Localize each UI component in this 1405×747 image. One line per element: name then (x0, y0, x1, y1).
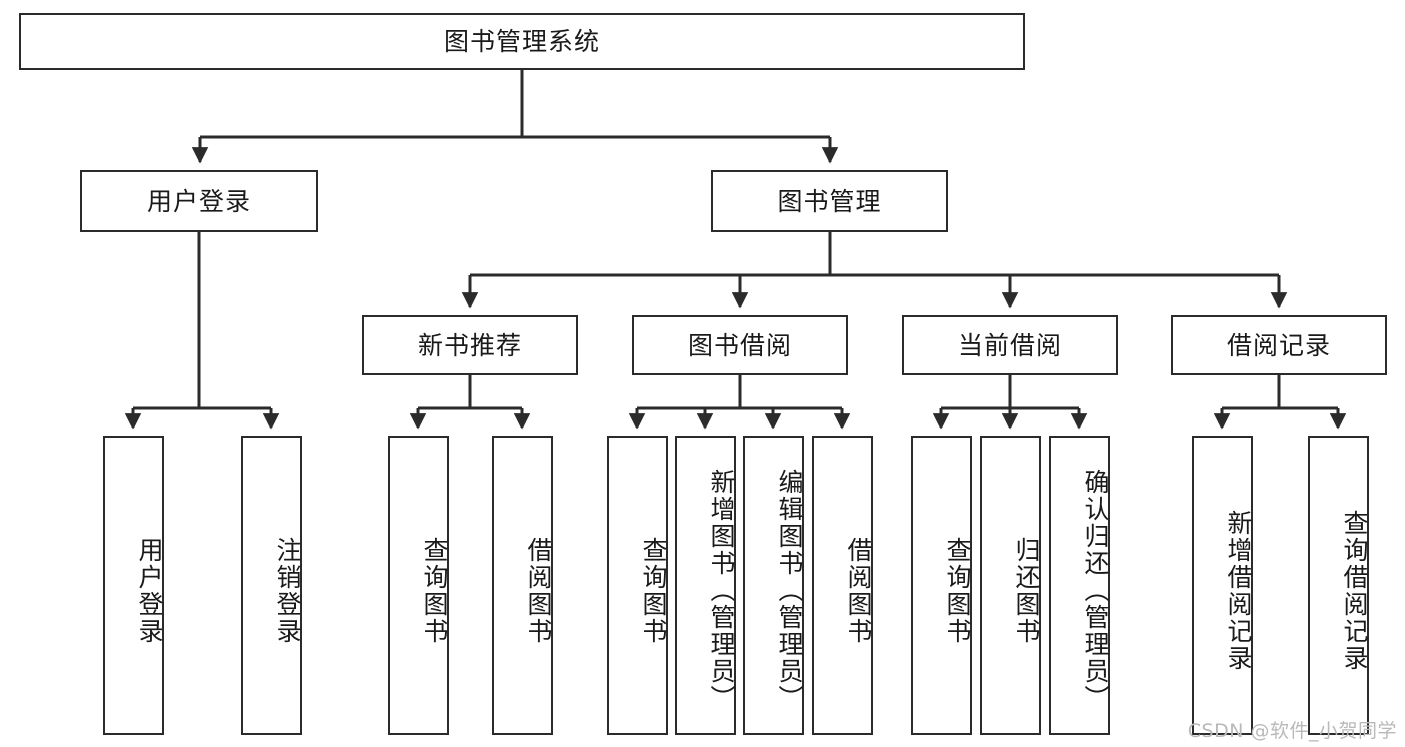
node-leaf-label: 新增图书（管理员） (707, 469, 736, 712)
node-leaf-add-book-admin[interactable]: 新增图书（管理员） (675, 436, 736, 735)
node-leaf-label: 编辑图书（管理员） (775, 469, 804, 712)
node-current-borrow[interactable]: 当前借阅 (902, 315, 1118, 375)
node-leaf-borrow-book-recommend[interactable]: 借阅图书 (492, 436, 553, 735)
node-leaf-return-book[interactable]: 归还图书 (980, 436, 1041, 735)
node-leaf-label: 注销登录 (273, 536, 302, 645)
csdn-watermark: CSDN @软件_小贺同学 (1187, 720, 1397, 742)
node-root-book-management-system[interactable]: 图书管理系统 (19, 13, 1025, 70)
node-leaf-borrow-book[interactable]: 借阅图书 (812, 436, 873, 735)
node-leaf-label: 查询图书 (943, 536, 972, 645)
node-leaf-logout[interactable]: 注销登录 (241, 436, 302, 735)
node-leaf-label: 用户登录 (135, 536, 164, 645)
node-leaf-query-book-current[interactable]: 查询图书 (911, 436, 972, 735)
node-leaf-label: 查询图书 (639, 536, 668, 645)
node-book-borrow[interactable]: 图书借阅 (632, 315, 848, 375)
node-leaf-user-login[interactable]: 用户登录 (103, 436, 164, 735)
node-leaf-add-borrow-record[interactable]: 新增借阅记录 (1192, 436, 1253, 735)
node-leaf-label: 查询图书 (420, 536, 449, 645)
node-leaf-label: 确认归还（管理员） (1081, 469, 1110, 712)
node-leaf-label: 新增借阅记录 (1224, 509, 1253, 672)
node-user-login[interactable]: 用户登录 (80, 170, 318, 232)
node-leaf-label: 查询借阅记录 (1340, 509, 1369, 672)
node-leaf-confirm-return-admin[interactable]: 确认归还（管理员） (1049, 436, 1110, 735)
node-borrow-records[interactable]: 借阅记录 (1171, 315, 1387, 375)
node-new-book-recommend[interactable]: 新书推荐 (362, 315, 578, 375)
node-leaf-edit-book-admin[interactable]: 编辑图书（管理员） (743, 436, 804, 735)
node-leaf-label: 归还图书 (1012, 536, 1041, 645)
node-leaf-label: 借阅图书 (844, 536, 873, 645)
node-leaf-label: 借阅图书 (524, 536, 553, 645)
node-book-management[interactable]: 图书管理 (711, 170, 948, 232)
node-leaf-query-book-borrow[interactable]: 查询图书 (607, 436, 668, 735)
node-leaf-query-borrow-record[interactable]: 查询借阅记录 (1308, 436, 1369, 735)
node-leaf-query-book-recommend[interactable]: 查询图书 (388, 436, 449, 735)
